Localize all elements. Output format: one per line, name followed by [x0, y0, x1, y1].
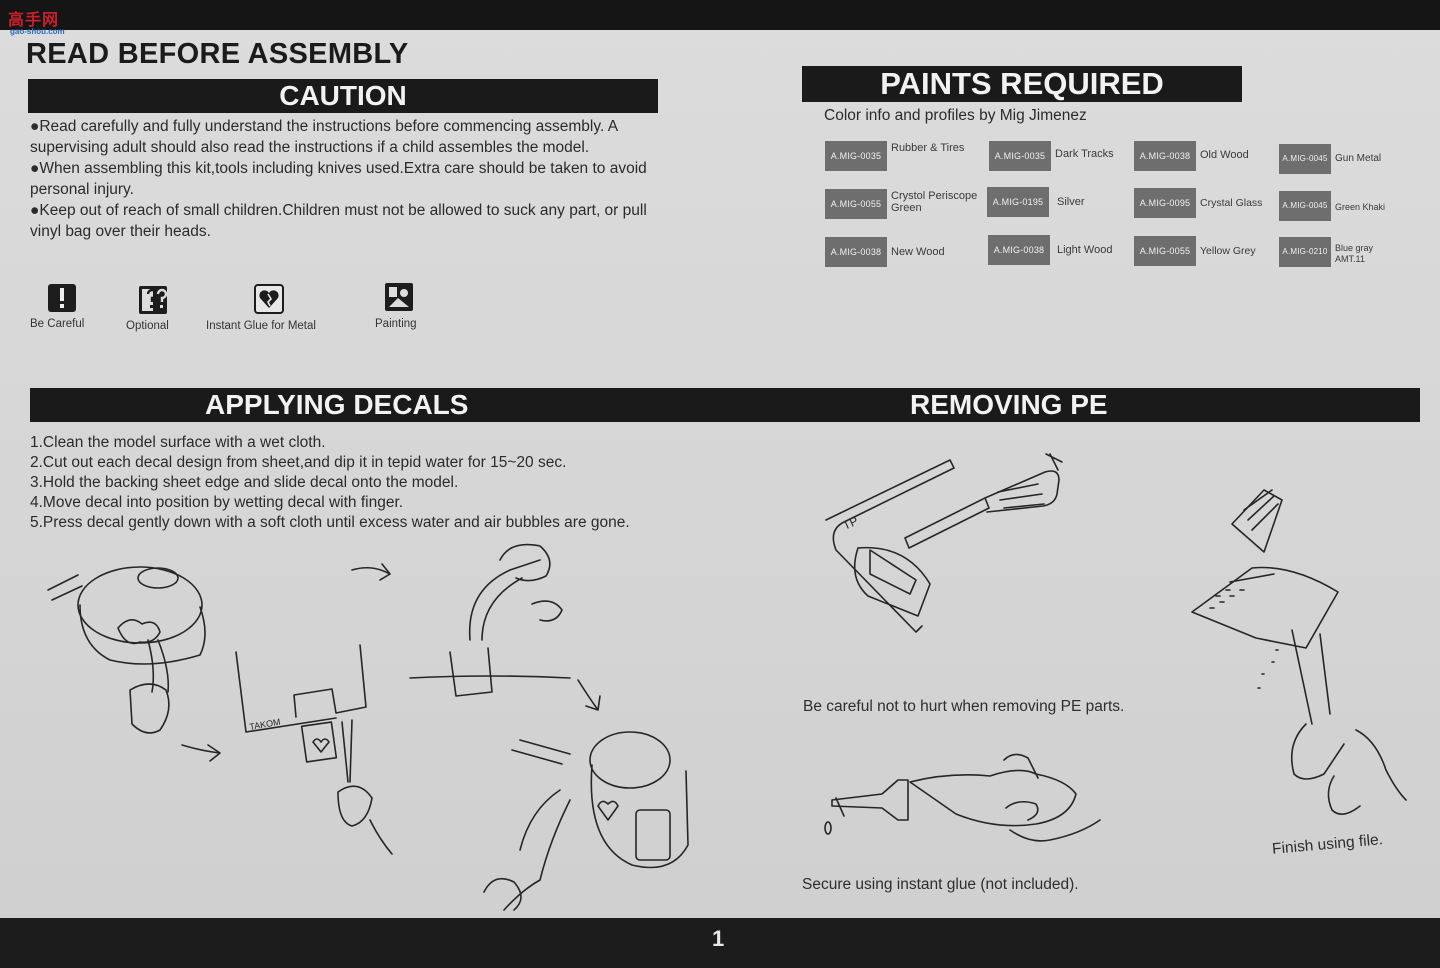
glue-heart-icon — [254, 284, 284, 314]
watermark-logo: 高手网 — [8, 12, 60, 29]
caution-paragraph: ●Read carefully and fully understand the… — [30, 118, 618, 156]
page-heading: READ BEFORE ASSEMBLY — [26, 38, 409, 70]
paint-code: A.MIG-0045 — [1279, 191, 1331, 221]
caution-text: ●Read carefully and fully understand the… — [30, 116, 680, 242]
paint-name: Silver — [1057, 196, 1085, 208]
decal-step: 2.Cut out each decal design from sheet,a… — [30, 454, 567, 471]
paint-code: A.MIG-0035 — [989, 141, 1051, 171]
pe-careful-caption: Be careful not to hurt when removing PE … — [803, 698, 1125, 715]
exclamation-icon — [47, 283, 77, 313]
top-dark-band — [0, 0, 1440, 30]
decals-header: APPLYING DECALS — [205, 389, 469, 420]
icon-label: Optional — [126, 320, 169, 332]
paint-name: Dark Tracks — [1055, 148, 1114, 160]
paint-code: A.MIG-0035 — [825, 141, 887, 171]
pe-part-label: TP — [841, 514, 861, 533]
decal-cut-illustration: TAKOM — [235, 563, 393, 855]
decal-wipe-illustration — [47, 566, 221, 762]
page-number: 1 — [712, 926, 725, 951]
decal-step: 4.Move decal into position by wetting de… — [30, 494, 404, 511]
pe-glue-caption: Secure using instant glue (not included)… — [802, 876, 1079, 893]
decal-step: 5.Press decal gently down with a soft cl… — [30, 514, 630, 531]
pe-header: REMOVING PE — [910, 389, 1108, 420]
paint-name: Old Wood — [1200, 149, 1249, 161]
pe-cut-illustration: TP — [825, 453, 1063, 633]
site-watermark: 高手网 gao-shou.com — [6, 6, 70, 38]
paint-code: A.MIG-0210 — [1279, 237, 1331, 267]
paint-code: A.MIG-0038 — [988, 235, 1050, 265]
paint-name: Gun Metal — [1335, 153, 1382, 164]
paint-code: A.MIG-0055 — [1134, 236, 1196, 266]
paint-code: A.MIG-0095 — [1134, 188, 1196, 218]
paint-code: A.MIG-0038 — [825, 237, 887, 267]
paints-subtitle: Color info and profiles by Mig Jimenez — [824, 107, 1087, 124]
pe-file-illustration — [1191, 489, 1407, 815]
bottom-dark-band — [0, 918, 1440, 968]
decal-steps: 1.Clean the model surface with a wet clo… — [30, 433, 630, 533]
decal-step: 1.Clean the model surface with a wet clo… — [30, 434, 326, 451]
paint-name: Crystal Glass — [1200, 197, 1263, 209]
pe-glue-illustration — [824, 753, 1101, 842]
paint-name: Crystol Periscope Green — [891, 190, 978, 214]
paints-header: PAINTS REQUIRED — [802, 66, 1242, 102]
paint-name: Light Wood — [1057, 244, 1113, 256]
caution-paragraph: ●When assembling this kit,tools includin… — [30, 160, 647, 198]
painting-icon — [384, 282, 414, 312]
icon-label: Be Careful — [30, 318, 85, 330]
section-header-bar: APPLYING DECALS REMOVING PE — [30, 388, 1420, 422]
paint-code: A.MIG-0195 — [987, 187, 1049, 217]
decal-step: 3.Hold the backing sheet edge and slide … — [30, 474, 459, 491]
paint-name: Blue gray AMT.11 — [1335, 243, 1374, 264]
paint-code: A.MIG-0038 — [1134, 141, 1196, 171]
icon-label: Instant Glue for Metal — [206, 320, 316, 332]
paint-name: Yellow Grey — [1200, 245, 1256, 257]
paint-code: A.MIG-0045 — [1279, 144, 1331, 174]
paint-name: New Wood — [891, 246, 945, 258]
paint-name: Green Khaki — [1335, 202, 1386, 212]
optional-icon — [138, 285, 168, 315]
watermark-url: gao-shou.com — [10, 27, 65, 36]
caution-paragraph: ●Keep out of reach of small children.Chi… — [30, 202, 647, 240]
icon-label: Painting — [375, 318, 417, 330]
decal-apply-illustration — [483, 731, 689, 911]
paint-name: Rubber & Tires — [891, 142, 965, 154]
decal-dip-illustration — [409, 543, 601, 711]
paint-code: A.MIG-0055 — [825, 189, 887, 219]
caution-header: CAUTION — [28, 79, 658, 113]
